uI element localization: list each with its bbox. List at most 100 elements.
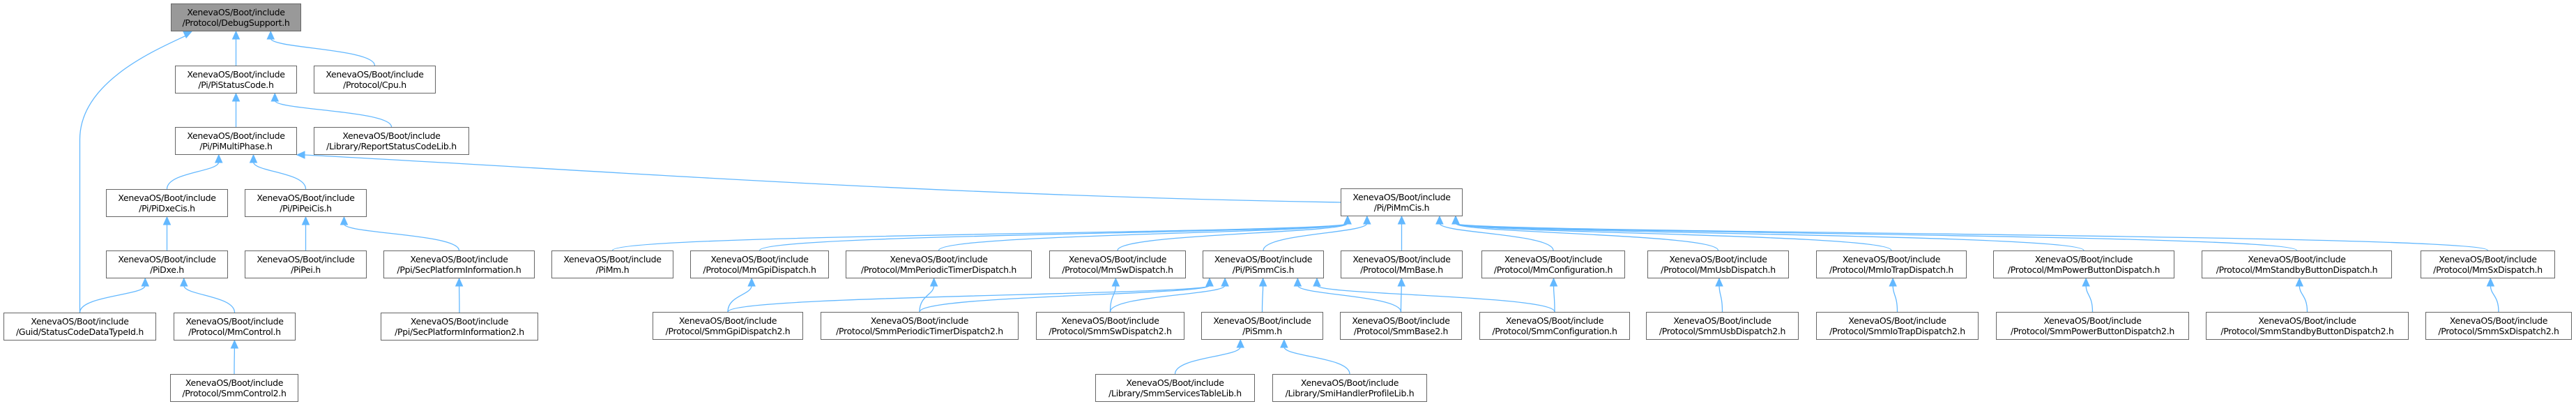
node-smmservicestablelib[interactable]: XenevaOS/Boot/include/Library/SmmService… [1095,374,1255,402]
node-path-prefix: XenevaOS/Boot/include [31,316,129,327]
node-mmstandbybuttondispatch[interactable]: XenevaOS/Boot/include/Protocol/MmStandby… [2202,250,2392,278]
node-path-prefix: XenevaOS/Boot/include [2258,315,2356,326]
node-pidxe[interactable]: XenevaOS/Boot/include/PiDxe.h [106,250,228,278]
node-path-prefix: XenevaOS/Boot/include [1068,254,1167,264]
arrowhead-icon [2486,277,2495,287]
node-file-name: /Pi/PiMultiPhase.h [199,141,273,151]
node-file-name: /Protocol/SmmSxDispatch2.h [2438,326,2559,336]
node-pismm[interactable]: XenevaOS/Boot/include/PiSmm.h [1201,312,1323,340]
node-path-prefix: XenevaOS/Boot/include [1842,254,1941,264]
node-mmconfiguration[interactable]: XenevaOS/Boot/include/Protocol/MmConfigu… [1481,250,1625,278]
edge-mmusbdispatch-to-pimmcis [1455,223,1719,251]
node-path-prefix: XenevaOS/Boot/include [342,130,441,141]
node-cpu[interactable]: XenevaOS/Boot/include/Protocol/Cpu.h [314,66,436,93]
node-file-name: /Protocol/DebugSupport.h [182,17,290,28]
arrowhead-icon [1313,277,1321,287]
node-smmswdispatch2[interactable]: XenevaOS/Boot/include/Protocol/SmmSwDisp… [1036,312,1184,340]
node-file-name: /Library/SmiHandlerProfileLib.h [1285,388,1415,398]
node-mmusbdispatch[interactable]: XenevaOS/Boot/include/Protocol/MmUsbDisp… [1647,250,1789,278]
node-mmcontrol[interactable]: XenevaOS/Boot/include/Protocol/MmControl… [174,313,296,341]
node-path-prefix: XenevaOS/Boot/include [187,7,285,17]
edge-pidxecis-to-pimultiphase [166,161,220,190]
arrowhead-icon [231,92,241,102]
node-file-name: /Protocol/MmPowerButtonDispatch.h [2007,264,2160,275]
node-smmcontrol2[interactable]: XenevaOS/Boot/include/Protocol/SmmContro… [170,374,298,402]
node-mmgpidispatch[interactable]: XenevaOS/Boot/include/Protocol/MmGpiDisp… [690,250,829,278]
edge-smihandlerprofilelib-to-pismm [1283,346,1350,375]
edge-smmperiodictimerdispatch2-to-pismmcis [919,285,1210,313]
edge-smmswdispatch2-to-pismmcis [1109,285,1226,313]
node-pipei[interactable]: XenevaOS/Boot/include/PiPei.h [245,250,367,278]
arrowhead-icon [266,30,275,40]
node-file-name: /Protocol/MmIoTrapDispatch.h [1829,264,1954,275]
arrowhead-icon [1715,277,1723,287]
node-file-name: /Protocol/MmControl.h [188,327,281,337]
node-mmpowerbuttondispatch[interactable]: XenevaOS/Boot/include/Protocol/MmPowerBu… [1993,250,2174,278]
arrowhead-icon [230,339,239,349]
edge-mmcontrol-to-pidxe [183,285,236,313]
node-pidxecis[interactable]: XenevaOS/Boot/include/Pi/PiDxeCis.h [106,189,228,217]
node-path-prefix: XenevaOS/Boot/include [326,69,424,80]
node-pimmcis[interactable]: XenevaOS/Boot/include/Pi/PiMmCis.h [1341,188,1463,216]
edge-reportstatuscodelib-to-pistatuscode [274,100,393,128]
arrowhead-icon [1236,338,1245,348]
arrowhead-icon [1397,215,1406,225]
node-smmbase2[interactable]: XenevaOS/Boot/include/Protocol/SmmBase2.… [1340,312,1462,340]
node-statuscodedatatypeid[interactable]: XenevaOS/Boot/include/Guid/StatusCodeDat… [3,313,156,341]
node-file-name: /Library/ReportStatusCodeLib.h [326,141,457,151]
node-secplatforminformation[interactable]: XenevaOS/Boot/include/Ppi/SecPlatformInf… [383,250,535,278]
arrowhead-icon [2082,277,2090,287]
node-smmusbdispatch2[interactable]: XenevaOS/Boot/include/Protocol/SmmUsbDis… [1646,312,1799,340]
node-reportstatuscodelib[interactable]: XenevaOS/Boot/include/Library/ReportStat… [314,127,469,155]
arrowhead-icon [1397,277,1406,287]
node-smmiotrapdispatch2[interactable]: XenevaOS/Boot/include/Protocol/SmmIoTrap… [1816,312,1979,340]
node-path-prefix: XenevaOS/Boot/include [710,254,809,264]
node-path-prefix: XenevaOS/Boot/include [257,254,355,264]
arrowhead-icon [929,277,938,287]
node-file-name: /Protocol/MmStandbyButtonDispatch.h [2216,264,2378,275]
node-smmstandbybuttondispatch2[interactable]: XenevaOS/Boot/include/Protocol/SmmStandb… [2206,312,2409,340]
node-pimultiphase[interactable]: XenevaOS/Boot/include/Pi/PiMultiPhase.h [175,127,297,155]
node-path-prefix: XenevaOS/Boot/include [1673,315,1771,326]
arrowhead-icon [301,216,310,225]
edge-mmconfiguration-to-pimmcis [1439,223,1554,251]
node-file-name: /Protocol/MmSwDispatch.h [1062,264,1173,275]
node-mmswdispatch[interactable]: XenevaOS/Boot/include/Protocol/MmSwDispa… [1049,250,1186,278]
node-mmiotrapdispatch[interactable]: XenevaOS/Boot/include/Protocol/MmIoTrapD… [1816,250,1967,278]
node-smmgpidispatch2[interactable]: XenevaOS/Boot/include/Protocol/SmmGpiDis… [653,312,803,340]
node-path-prefix: XenevaOS/Boot/include [1669,254,1767,264]
edge-smmgpidispatch2-to-mmgpidispatch [727,285,752,313]
node-file-name: /Protocol/SmmBase2.h [1353,326,1449,336]
node-mmbase[interactable]: XenevaOS/Boot/include/Protocol/MmBase.h [1341,250,1463,278]
node-pipeicis[interactable]: XenevaOS/Boot/include/Pi/PiPeiCis.h [245,189,367,217]
arrowhead-icon [1258,277,1267,287]
node-smihandlerprofilelib[interactable]: XenevaOS/Boot/include/Library/SmiHandler… [1272,374,1427,402]
node-smmconfiguration[interactable]: XenevaOS/Boot/include/Protocol/SmmConfig… [1479,312,1630,340]
arrowhead-icon [1111,277,1120,287]
node-pismmcis[interactable]: XenevaOS/Boot/include/Pi/PiSmmCis.h [1203,250,1324,278]
node-pistatuscode[interactable]: XenevaOS/Boot/include/Pi/PiStatusCode.h [175,66,297,93]
arrowhead-icon [1293,277,1302,287]
edge-smmconfiguration-to-pismmcis [1316,285,1555,313]
node-pimm[interactable]: XenevaOS/Boot/include/PiMm.h [551,250,673,278]
node-mmsxdispatch[interactable]: XenevaOS/Boot/include/Protocol/MmSxDispa… [2421,250,2555,278]
node-path-prefix: XenevaOS/Boot/include [2043,315,2142,326]
node-path-prefix: XenevaOS/Boot/include [870,315,969,326]
edge-smmstandbybuttondispatch2-to-mmstandbybuttondispatch [2299,285,2308,313]
node-file-name: /PiDxe.h [150,264,184,275]
node-smmperiodictimerdispatch2[interactable]: XenevaOS/Boot/include/Protocol/SmmPeriod… [821,312,1019,340]
node-path-prefix: XenevaOS/Boot/include [2248,254,2346,264]
node-path-prefix: XenevaOS/Boot/include [890,254,988,264]
edge-statuscodedatatypeid-to-pidxe [79,285,146,313]
arrowhead-icon [1221,277,1229,287]
node-smmpowerbuttondispatch2[interactable]: XenevaOS/Boot/include/Protocol/SmmPowerB… [1996,312,2189,340]
node-smmsxdispatch2[interactable]: XenevaOS/Boot/include/Protocol/SmmSxDisp… [2425,312,2572,340]
node-secplatforminformation2[interactable]: XenevaOS/Boot/include/Ppi/SecPlatformInf… [381,313,538,341]
arrowhead-icon [183,31,193,39]
node-mmperiodictimerdispatch[interactable]: XenevaOS/Boot/include/Protocol/MmPeriodi… [846,250,1032,278]
node-path-prefix: XenevaOS/Boot/include [2439,254,2537,264]
arrowhead-icon [214,154,223,163]
node-file-name: /Library/SmmServicesTableLib.h [1108,388,1242,398]
